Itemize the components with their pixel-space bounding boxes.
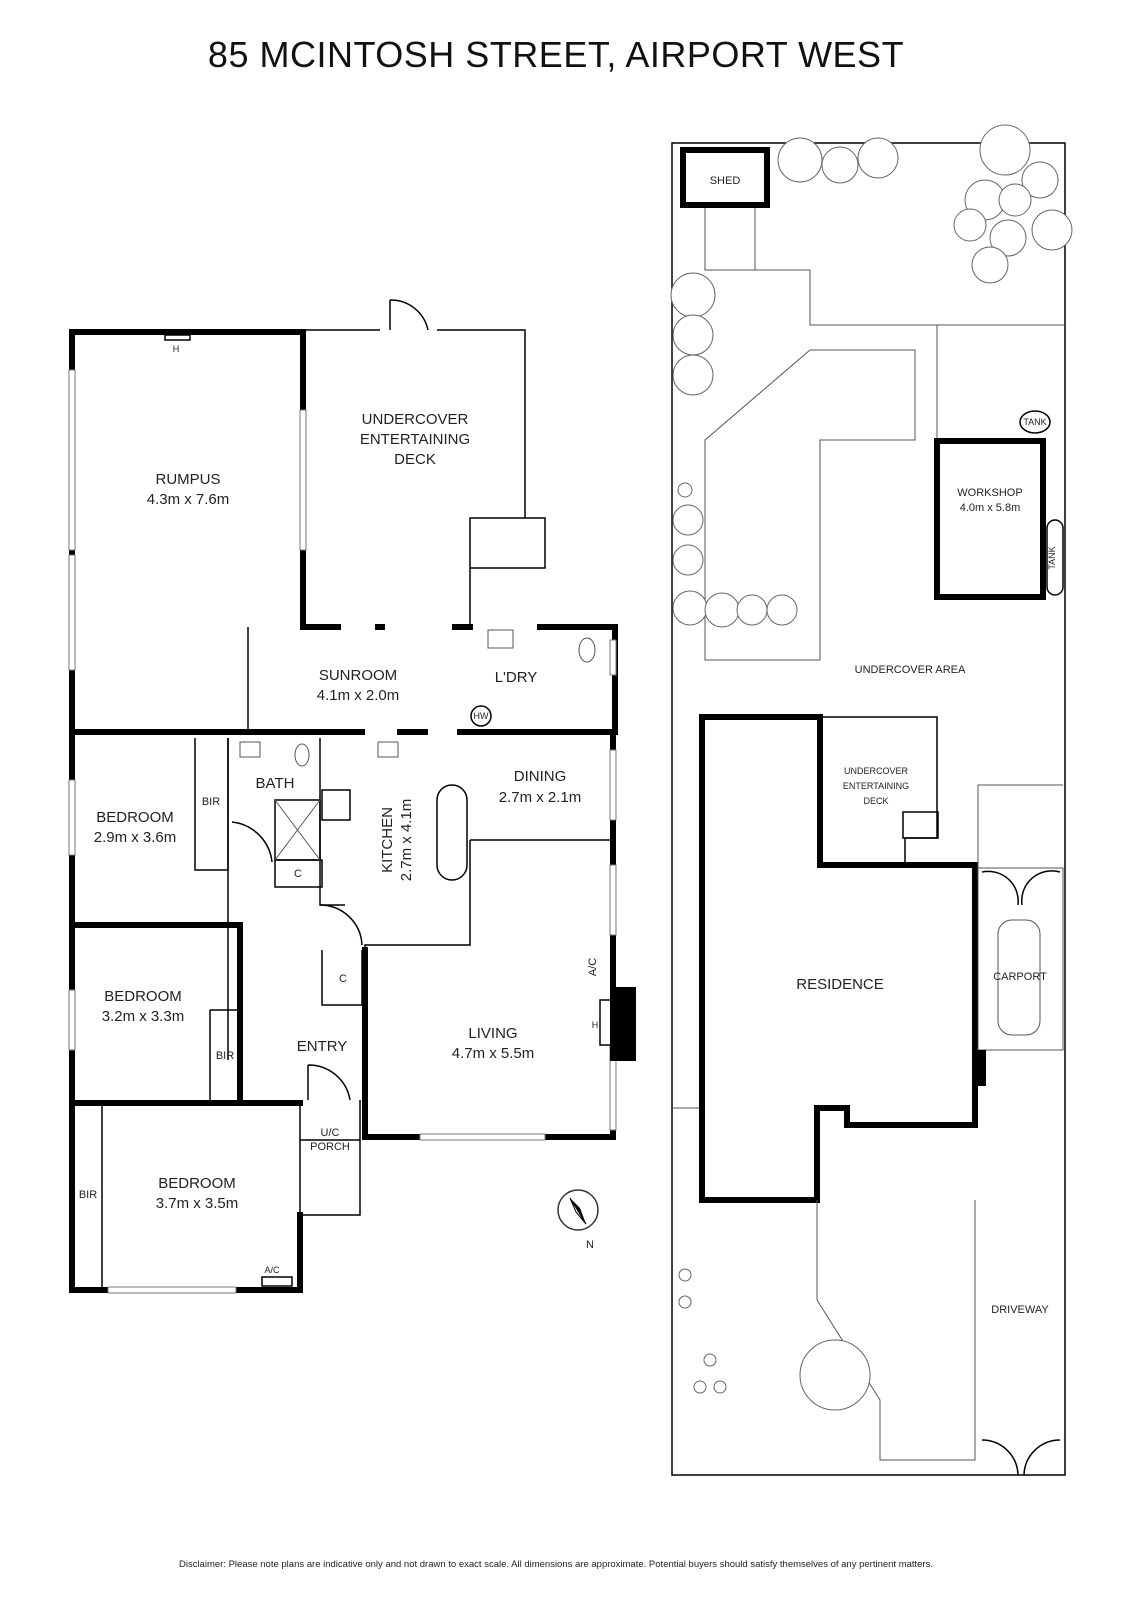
sunroom-label: SUNROOM — [319, 667, 397, 684]
deck-label-2: ENTERTAINING — [360, 431, 470, 448]
ac-label-living: A/C — [587, 958, 599, 976]
tree-icons — [670, 124, 1073, 1411]
deck-label-3: DECK — [394, 451, 436, 468]
north-label: N — [586, 1239, 594, 1251]
residence-label: RESIDENCE — [796, 976, 884, 993]
living-size: 4.7m x 5.5m — [452, 1045, 535, 1062]
living-label: LIVING — [468, 1025, 517, 1042]
driveway-label: DRIVEWAY — [991, 1304, 1049, 1316]
tank-label-1: TANK — [1023, 417, 1046, 427]
floor-plan: H RUMPUS 4.3m x 7.6m UNDERCOVER ENTERTAI… — [68, 299, 636, 1294]
deck-label-1: UNDERCOVER — [362, 411, 469, 428]
bedroom1-size: 2.9m x 3.6m — [94, 829, 177, 846]
cupboard-label-2: C — [339, 973, 347, 985]
kitchen-size: 2.7m x 4.1m — [398, 799, 415, 882]
bedroom2-label: BEDROOM — [104, 988, 182, 1005]
entry-label: ENTRY — [297, 1038, 348, 1055]
workshop-label: WORKSHOP — [957, 487, 1022, 499]
dining-label: DINING — [514, 768, 567, 785]
undercover-area-label: UNDERCOVER AREA — [855, 664, 966, 676]
laundry-label: L'DRY — [495, 669, 538, 686]
carport-label: CARPORT — [993, 971, 1047, 983]
shed-label: SHED — [710, 175, 741, 187]
porch-label-1: U/C — [321, 1127, 340, 1139]
porch-label-2: PORCH — [310, 1141, 350, 1153]
site-deck-label-1: UNDERCOVER — [844, 766, 909, 776]
bedroom2-size: 3.2m x 3.3m — [102, 1008, 185, 1025]
workshop-size: 4.0m x 5.8m — [960, 502, 1021, 514]
bedroom1-label: BEDROOM — [96, 809, 174, 826]
bir-label-3: BIR — [79, 1189, 97, 1201]
rumpus-label: RUMPUS — [155, 471, 220, 488]
bedroom3-label: BEDROOM — [158, 1175, 236, 1192]
tank-label-2: TANK — [1047, 546, 1057, 569]
rumpus-size: 4.3m x 7.6m — [147, 491, 230, 508]
site-plan: SHED WORKSHOP 4.0m x 5.8m TANK TANK UNDE… — [670, 124, 1073, 1476]
cupboard-label-1: C — [294, 868, 302, 880]
heater-label: H — [173, 344, 180, 354]
living-heater-label: H — [592, 1020, 599, 1030]
page-title: 85 MCINTOSH STREET, AIRPORT WEST — [207, 34, 905, 75]
hot-water-label: HW — [474, 711, 489, 721]
north-compass-icon — [557, 1189, 599, 1231]
bath-label: BATH — [256, 775, 295, 792]
bedroom3-size: 3.7m x 3.5m — [156, 1195, 239, 1212]
bir-label-1: BIR — [202, 796, 220, 808]
bir-label-2: BIR — [216, 1050, 234, 1062]
sunroom-size: 4.1m x 2.0m — [317, 687, 400, 704]
site-deck-label-2: ENTERTAINING — [843, 781, 909, 791]
disclaimer-text: Disclaimer: Please note plans are indica… — [178, 1559, 934, 1570]
dining-size: 2.7m x 2.1m — [499, 789, 582, 806]
kitchen-label: KITCHEN — [379, 807, 396, 873]
ac-label-bedroom: A/C — [264, 1265, 280, 1275]
site-deck-label-3: DECK — [863, 796, 888, 806]
